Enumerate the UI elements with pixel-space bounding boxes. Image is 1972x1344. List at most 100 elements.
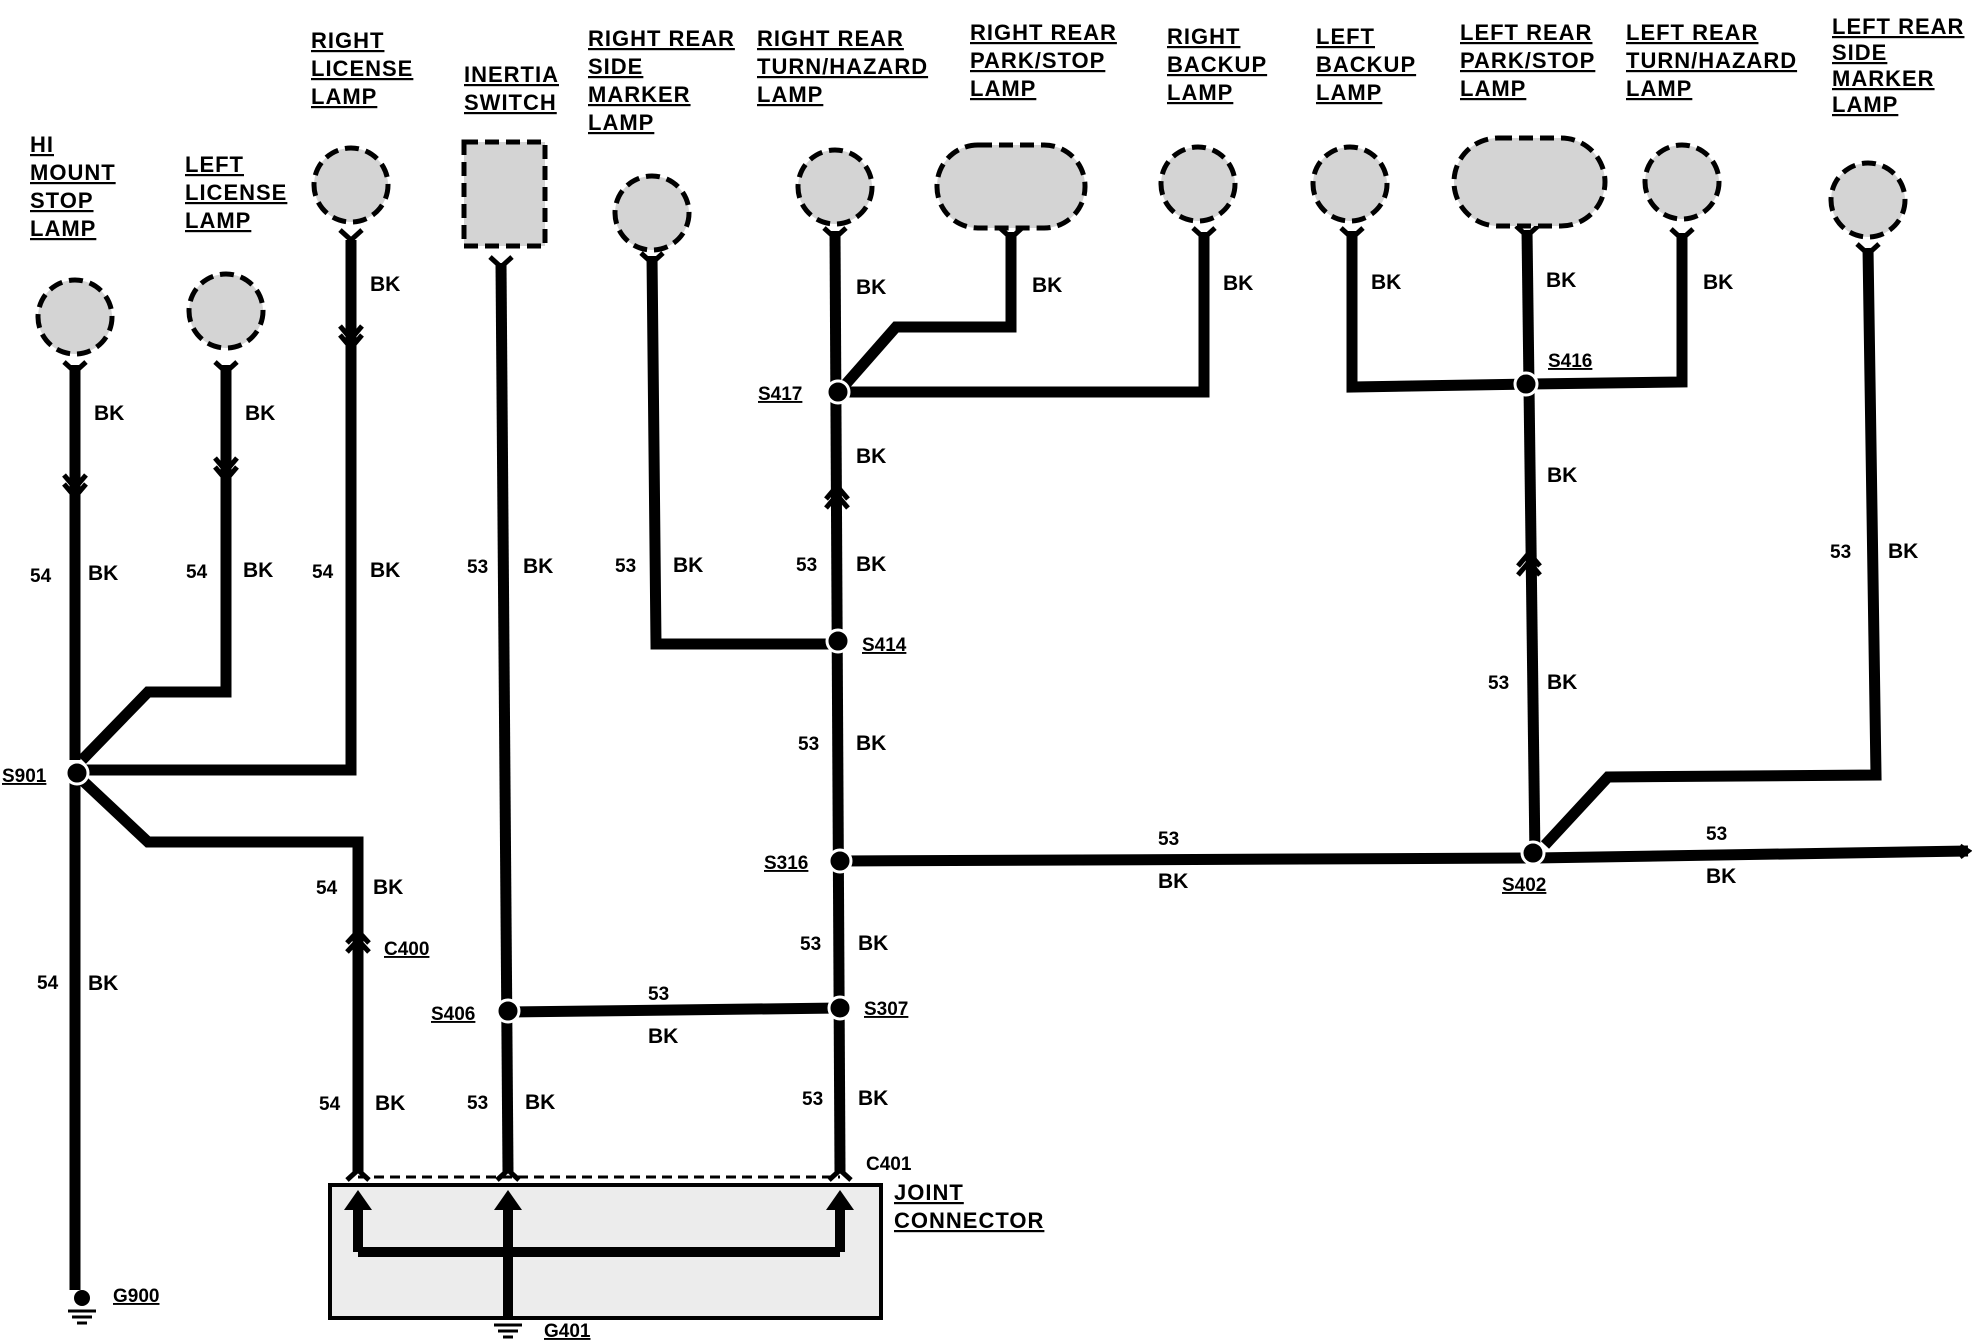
circuit-53-label: 53 — [798, 734, 819, 755]
label-line: SIDE — [1832, 40, 1887, 65]
splice-s901-dot — [64, 760, 90, 786]
wire-lr-side-marker — [1540, 247, 1882, 849]
chevron — [345, 927, 371, 954]
wire-color-label: BK — [858, 932, 888, 955]
circuit-54-label: 54 — [30, 566, 52, 587]
wire-left-backup — [1346, 231, 1531, 393]
splice-s901-label: S901 — [2, 766, 47, 787]
circuit-53-label: 53 — [648, 984, 669, 1005]
splice-s307-label: S307 — [864, 999, 908, 1020]
label-line: MOUNT — [30, 160, 116, 185]
label-line: PARK/STOP — [970, 48, 1105, 73]
circuit-53-label: 53 — [1830, 542, 1851, 563]
wire-right-backup — [848, 232, 1210, 398]
socket — [639, 251, 665, 267]
wire-color-label: BK — [1158, 870, 1188, 893]
splice-s316-label: S316 — [764, 853, 808, 874]
label-line: JOINT — [894, 1180, 964, 1205]
label-line: LEFT — [1316, 24, 1375, 49]
wire-s316-s402 — [839, 845, 1969, 867]
label-line: LEFT — [185, 152, 244, 177]
wire-color-label: BK — [1547, 464, 1577, 487]
label-line: LAMP — [1316, 80, 1382, 105]
wire-color-label: BK — [648, 1025, 678, 1048]
label-line: LAMP — [1167, 80, 1233, 105]
circuit-53-label: 53 — [467, 1093, 488, 1114]
circuit-54-label: 54 — [319, 1094, 341, 1115]
ground-g401-label: G401 — [544, 1321, 591, 1342]
wire-color-label: BK — [370, 559, 400, 582]
label-line: TURN/HAZARD — [1626, 48, 1797, 73]
left-backup-lamp-label: LEFT BACKUP LAMP — [1316, 24, 1416, 105]
wire-color-label: BK — [1706, 865, 1736, 888]
label-line: LAMP — [1832, 92, 1898, 117]
wire-color-label: BK — [88, 972, 118, 995]
socket — [1514, 224, 1540, 240]
circuit-54-label: 54 — [312, 562, 334, 583]
wire-color-label: BK — [375, 1092, 405, 1115]
wire-lr-turn — [1529, 233, 1688, 390]
socket — [998, 226, 1024, 242]
chevron — [62, 473, 88, 501]
wire-color-label: BK — [370, 273, 400, 296]
splice-s414-dot — [825, 628, 851, 654]
splice-s414-label: S414 — [862, 635, 907, 656]
left-license-lamp-label: LEFT LICENSE LAMP — [185, 152, 287, 233]
wire-lr-main — [1521, 229, 1541, 859]
splice-s406-label: S406 — [431, 1004, 475, 1025]
wire-color-label: BK — [1546, 269, 1576, 292]
rr-turn-hazard-lamp-icon — [795, 147, 875, 227]
connector-c401-label: C401 — [866, 1154, 912, 1175]
wire-rr-park — [840, 232, 1017, 389]
label-line: BACKUP — [1167, 52, 1267, 77]
splice-s416-label: S416 — [1548, 351, 1592, 372]
wire-color-label: BK — [858, 1087, 888, 1110]
ground-point — [74, 1290, 90, 1306]
arrow-up-icon — [826, 1190, 854, 1210]
wire-s901-c400 — [78, 775, 364, 1172]
wire-color-label: BK — [243, 559, 273, 582]
label-line: LAMP — [757, 82, 823, 107]
label-line: LAMP — [185, 208, 251, 233]
splice-s417-dot — [825, 379, 851, 405]
right-backup-lamp-icon — [1158, 144, 1238, 224]
lamps — [35, 135, 1908, 357]
circuit-54-label: 54 — [186, 562, 208, 583]
lr-turn-hazard-lamp-icon — [1642, 142, 1722, 222]
right-license-lamp-icon — [311, 145, 391, 225]
rr-park-stop-lamp-icon — [934, 142, 1088, 231]
label-line: PARK/STOP — [1460, 48, 1595, 73]
label-line: RIGHT REAR — [970, 20, 1117, 45]
wire-color-label: BK — [856, 553, 886, 576]
label-line: BACKUP — [1316, 52, 1416, 77]
label-line: LAMP — [970, 76, 1036, 101]
circuit-53-label: 53 — [802, 1089, 823, 1110]
wire-color-label: BK — [1032, 274, 1062, 297]
wire-color-label: BK — [1888, 540, 1918, 563]
wire-color-label: BK — [373, 876, 403, 899]
wire-color-label: BK — [1547, 671, 1577, 694]
left-license-lamp-icon — [186, 271, 266, 351]
inertia-switch-icon — [461, 139, 548, 249]
wire-s406-s307 — [507, 1002, 841, 1018]
label-line: TURN/HAZARD — [757, 54, 928, 79]
label-line: RIGHT — [311, 28, 384, 53]
wires — [69, 229, 1969, 1290]
label-line: LICENSE — [185, 180, 287, 205]
splice-s406-dot — [495, 998, 521, 1024]
label-line: LEFT REAR — [1832, 14, 1964, 39]
splice-dots — [64, 371, 1546, 1024]
socket — [1191, 226, 1217, 242]
wire-rr-main — [829, 230, 846, 1173]
circuit-53-label: 53 — [1488, 673, 1509, 694]
wire-color-label: BK — [1223, 272, 1253, 295]
connector-c400-label: C400 — [384, 939, 429, 960]
chevron — [824, 482, 850, 510]
